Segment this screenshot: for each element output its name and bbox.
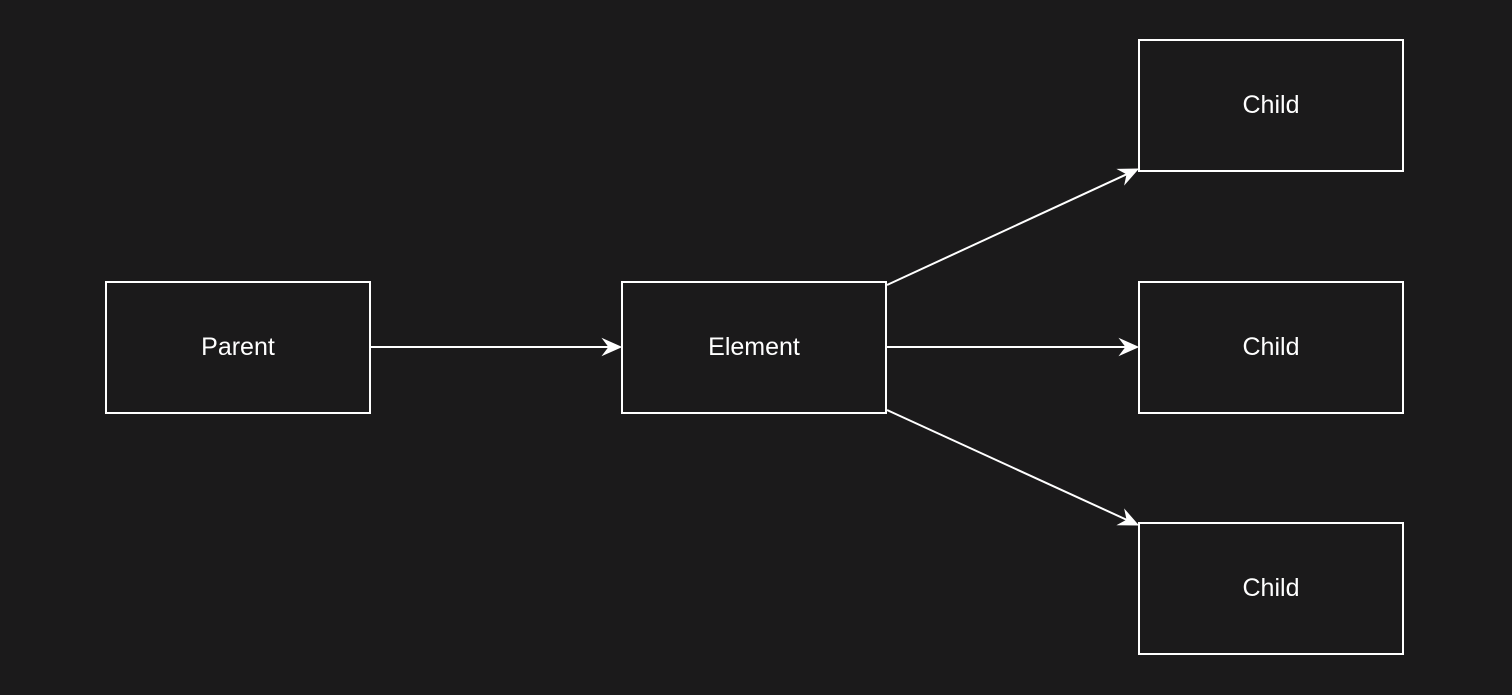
arrowhead-icon [1116,508,1140,526]
element-node-label: Element [708,333,800,361]
parent-node-label: Parent [201,333,275,361]
edge-line [886,173,1128,286]
arrowhead-icon [1118,337,1140,357]
element-node[interactable]: Element [621,281,887,414]
parent-node[interactable]: Parent [105,281,371,414]
edge-element-to-child-top [886,168,1140,286]
arrowhead-icon [1116,168,1140,186]
child-node-middle-label: Child [1242,333,1300,361]
edge-element-to-child-middle [887,337,1140,357]
edge-element-to-child-bottom [886,409,1140,526]
child-node-top[interactable]: Child [1138,39,1404,172]
child-node-bottom[interactable]: Child [1138,522,1404,655]
edge-parent-to-element [370,337,623,357]
child-node-top-label: Child [1242,91,1300,119]
edge-layer [370,168,1140,526]
edge-line [886,409,1128,521]
arrowhead-icon [601,337,623,357]
child-node-middle[interactable]: Child [1138,281,1404,414]
child-node-bottom-label: Child [1242,574,1300,602]
